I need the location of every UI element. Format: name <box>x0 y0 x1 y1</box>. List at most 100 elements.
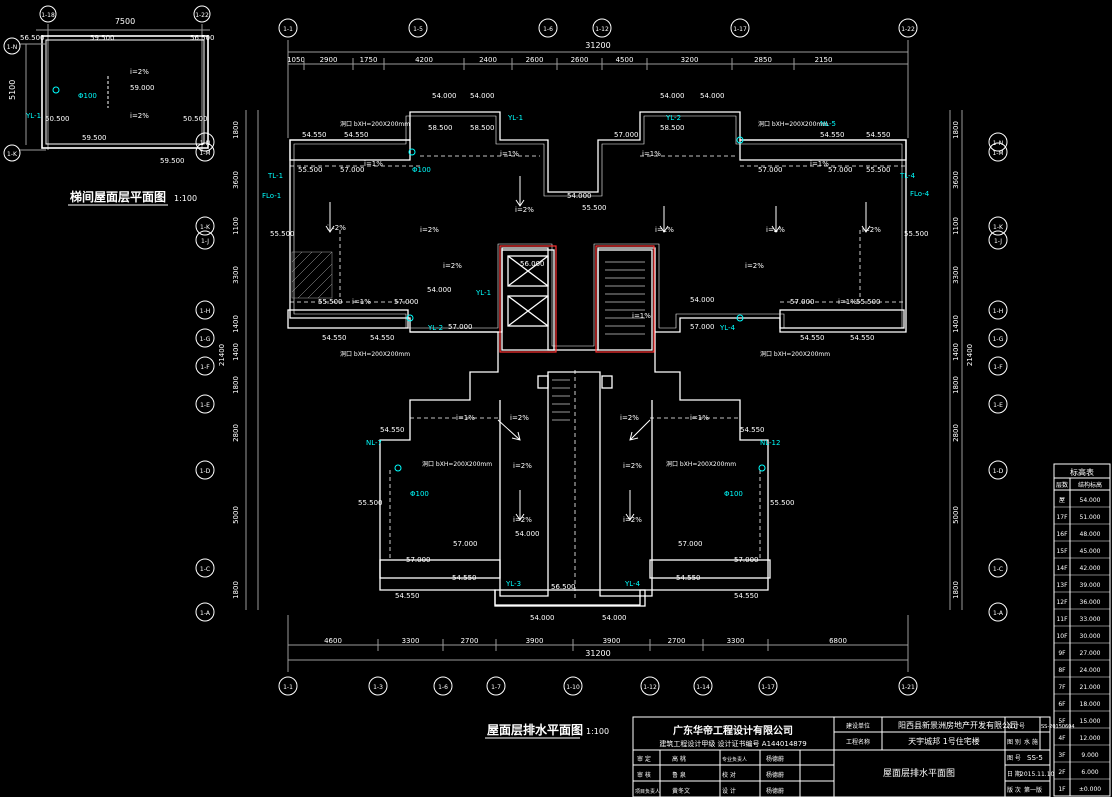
elev-table-header: 标高表 <box>1070 467 1094 477</box>
elevation-label: 57.000 <box>340 166 365 174</box>
pipe-label: YL-1 <box>507 114 523 122</box>
axis-label: 1-C <box>200 566 210 573</box>
elev-value: 24.000 <box>1080 667 1101 674</box>
pipe-diameter: Φ100 <box>724 490 743 498</box>
inset-elev-5: 50.500 <box>45 115 70 123</box>
role-label: 审 核 <box>637 771 651 779</box>
elev-value: 30.000 <box>1080 633 1101 640</box>
elev-floor: 1F <box>1058 786 1066 793</box>
axis-label: 1-7 <box>491 684 501 691</box>
elev-value: 33.000 <box>1080 616 1101 623</box>
elevation-label: 57.000 <box>614 131 639 139</box>
axis-bubble <box>988 132 1008 152</box>
axis-bubble <box>758 676 778 696</box>
elevation-label: 54.550 <box>740 426 765 434</box>
side-dimensions: 1800360011003300140014001800280050001800… <box>195 110 1008 622</box>
role-name: 高 桃 <box>672 755 686 763</box>
top-dim: 2150 <box>815 56 833 64</box>
elevation-label: 57.000 <box>790 298 815 306</box>
elevation-label: 55.500 <box>770 499 795 507</box>
axis-bubble <box>693 676 713 696</box>
axis-label: 1-H <box>200 308 211 315</box>
version-label: 版 次 <box>1007 786 1021 794</box>
axis-bubble <box>195 356 215 376</box>
elev-floor: 16F <box>1056 531 1068 538</box>
pipe-label: YL-4 <box>719 324 736 332</box>
axis-label: 1-1 <box>283 684 293 691</box>
right-dim: 1400 <box>952 343 960 361</box>
slope-label-1pct: i=1% <box>500 150 519 158</box>
elevation-label: 57.000 <box>453 540 478 548</box>
slope-label: i=2% <box>513 516 532 524</box>
axis-label: 1-12 <box>595 26 609 33</box>
opening-note: 洞口 bXH=200X200mm <box>666 460 736 468</box>
opening-note: 洞口 bXH=200X200mm <box>340 350 410 358</box>
elevation-label: 54.550 <box>395 592 420 600</box>
right-total-dim: 21400 <box>966 344 974 366</box>
slope-label-1pct: i=1% <box>838 298 857 306</box>
inset-pipe-dia: Φ100 <box>78 92 97 100</box>
elev-floor: 10F <box>1056 633 1068 640</box>
date: 2015.11.10 <box>1020 771 1055 778</box>
axis-label: 1-F <box>200 364 210 371</box>
axis-label: 1-14 <box>696 684 710 691</box>
elevation-label: 55.500 <box>582 204 607 212</box>
axis-label: 1-6 <box>543 26 553 33</box>
elevation-label: 54.000 <box>427 286 452 294</box>
axis-label: 1-12 <box>643 684 657 691</box>
elevation-label: 55.500 <box>904 230 929 238</box>
axis-label: 1-F <box>993 364 1003 371</box>
elevation-label: 58.500 <box>470 124 495 132</box>
client-label: 建设单位 <box>846 722 870 730</box>
top-dim: 2400 <box>479 56 497 64</box>
elev-floor: 17F <box>1056 514 1068 521</box>
axis-label: 1-D <box>200 468 211 475</box>
company-name: 广东华帝工程设计有限公司 <box>673 724 793 737</box>
left-dim: 1400 <box>232 315 240 333</box>
elevation-label: 57.000 <box>758 166 783 174</box>
inset-elev-6: 50.500 <box>183 115 208 123</box>
axis-bubble <box>195 300 215 320</box>
inset-elev-3: 56.500 <box>190 34 215 42</box>
pipe-label: NL-12 <box>760 439 780 447</box>
elevation-label: 54.550 <box>820 131 845 139</box>
project-label: 工程名称 <box>846 738 870 746</box>
right-dim: 5000 <box>952 506 960 524</box>
inset-axis-bubble <box>3 144 21 162</box>
elev-floor: 12F <box>1056 599 1068 606</box>
pipe-label: YL-3 <box>505 580 521 588</box>
axis-label: 1-A <box>200 610 211 617</box>
top-dim: 1050 <box>287 56 305 64</box>
right-dim: 1800 <box>952 376 960 394</box>
axis-label: 1-6 <box>438 684 448 691</box>
discipline: 水 施 <box>1024 738 1038 746</box>
right-dim: 1400 <box>952 315 960 333</box>
pipe-label: YL-4 <box>624 580 641 588</box>
bottom-dim: 2700 <box>668 637 686 645</box>
elevation-label: 57.000 <box>678 540 703 548</box>
elevation-label: 57.000 <box>690 323 715 331</box>
axis-label: 1-M <box>992 150 1003 157</box>
axis-bubble <box>898 676 918 696</box>
inset-pipe: YL-1 <box>25 112 41 120</box>
inset-elev-4: 59.000 <box>130 84 155 92</box>
elev-value: 36.000 <box>1080 599 1101 606</box>
role-name: 杨德蔚 <box>766 787 784 795</box>
elev-floor: 9F <box>1058 650 1066 657</box>
roof-drain-icon <box>408 148 416 156</box>
elevation-label: 54.550 <box>676 574 701 582</box>
elevation-label: 54.000 <box>567 192 592 200</box>
top-dim: 2900 <box>320 56 338 64</box>
axis-label: 1-J <box>201 238 209 245</box>
axis-label: 1-G <box>993 336 1004 343</box>
version: 第一版 <box>1024 786 1042 794</box>
left-dim: 1100 <box>232 217 240 235</box>
elevation-label: 54.550 <box>800 334 825 342</box>
elevation-label: 57.000 <box>828 166 853 174</box>
role-label: 专业负责人 <box>722 756 747 763</box>
slope-label: i=2% <box>510 414 529 422</box>
opening-note: 洞口 bXH=200X200mm <box>340 120 410 128</box>
left-dim: 2800 <box>232 424 240 442</box>
axis-bubble <box>988 558 1008 578</box>
